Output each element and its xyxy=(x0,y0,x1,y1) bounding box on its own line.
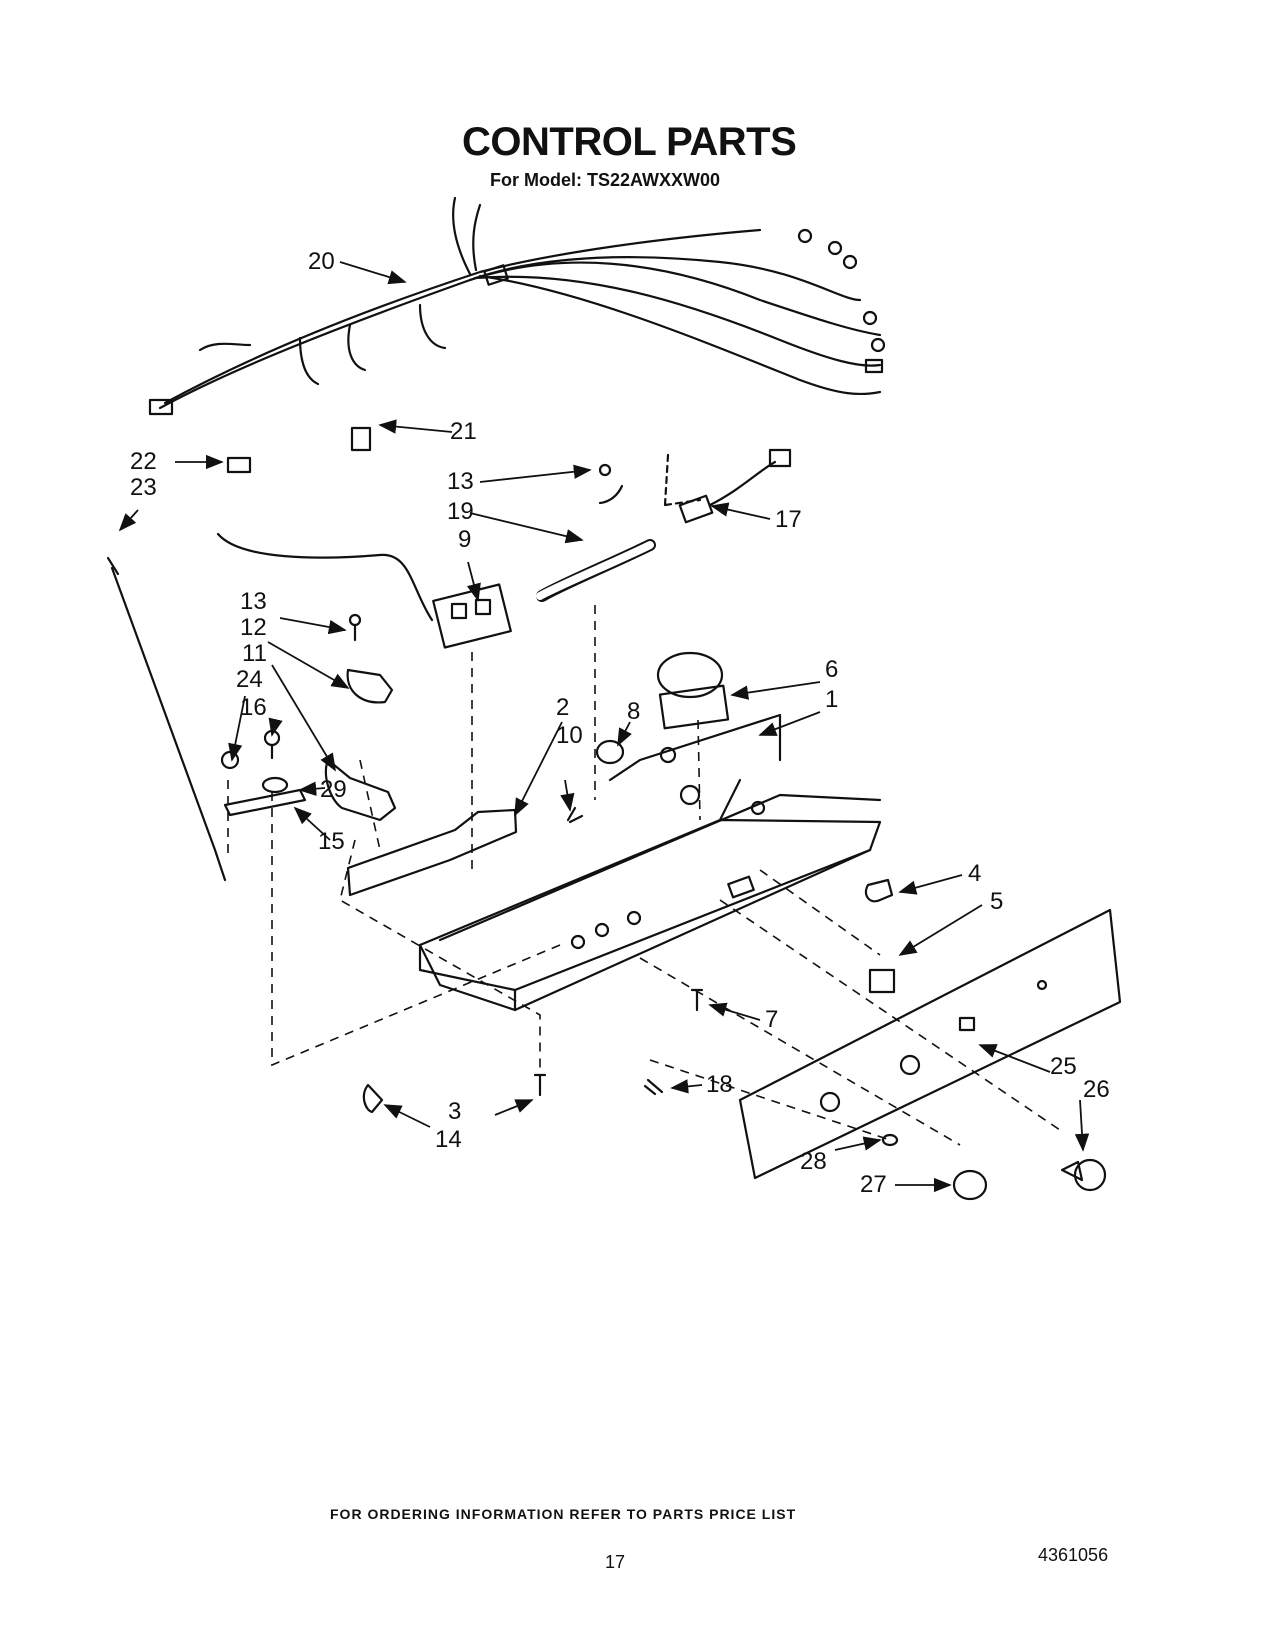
control-housing-part xyxy=(418,713,882,1012)
callout-5: 5 xyxy=(990,888,1004,915)
wire-harness-part xyxy=(148,196,886,416)
callout-19: 19 xyxy=(447,498,474,525)
callout-23: 23 xyxy=(130,474,157,501)
callout-14: 14 xyxy=(435,1126,462,1153)
callout-16: 16 xyxy=(240,694,267,721)
callout-3: 3 xyxy=(448,1098,462,1125)
page-number: 17 xyxy=(605,1552,626,1572)
control-panel-part xyxy=(738,908,1122,1180)
callout-9: 9 xyxy=(458,526,472,553)
callout-7: 7 xyxy=(765,1006,779,1033)
callout-13: 13 xyxy=(447,468,474,495)
callout-24: 24 xyxy=(236,666,263,693)
callout-28: 28 xyxy=(800,1148,827,1175)
callout-22: 22 xyxy=(130,448,157,475)
callout-27: 27 xyxy=(860,1171,887,1198)
callout-20: 20 xyxy=(308,248,335,275)
callout-15: 15 xyxy=(318,828,345,855)
clip-part xyxy=(350,426,372,452)
control-rod-part xyxy=(110,566,227,882)
callout-18: 18 xyxy=(706,1071,733,1098)
model-subtitle: For Model: TS22AWXXW00 xyxy=(490,170,721,190)
callout-13: 13 xyxy=(240,588,267,615)
callout-25: 25 xyxy=(1050,1053,1077,1080)
callout-8: 8 xyxy=(627,698,641,725)
callout-4: 4 xyxy=(968,860,982,887)
callout-1: 1 xyxy=(825,686,839,713)
callout-26: 26 xyxy=(1083,1076,1110,1103)
page-title: CONTROL PARTS xyxy=(462,120,797,164)
callout-10: 10 xyxy=(556,722,583,749)
callout-2: 2 xyxy=(556,694,570,721)
document-number: 4361056 xyxy=(1038,1545,1109,1565)
ordering-note: FOR ORDERING INFORMATION REFER TO PARTS … xyxy=(330,1506,797,1522)
callout-6: 6 xyxy=(825,656,839,683)
callout-21: 21 xyxy=(450,418,477,445)
callout-11: 11 xyxy=(242,640,267,667)
clip-part-small xyxy=(226,456,252,474)
callout-29: 29 xyxy=(320,776,347,803)
callout-12: 12 xyxy=(240,614,267,641)
callout-17: 17 xyxy=(775,506,802,533)
